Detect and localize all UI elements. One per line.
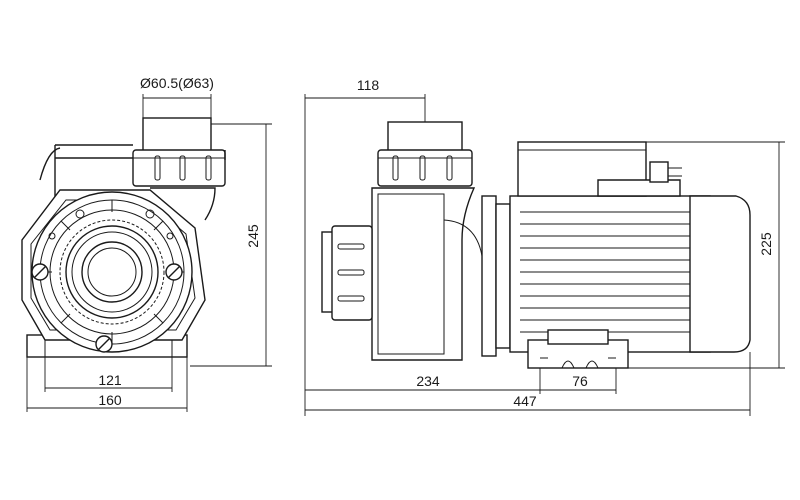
label-side-port-offset: 118 [357, 77, 380, 93]
label-front-height: 245 [245, 224, 261, 248]
side-motor-body [509, 195, 711, 353]
front-rear-housing [54, 144, 226, 200]
side-view [321, 121, 751, 369]
label-port-diameter: Ø60.5(Ø63) [140, 75, 214, 91]
dim-front-height: 245 [190, 123, 272, 367]
side-outlet-pipe [387, 121, 463, 155]
front-outlet-pipe [142, 117, 212, 155]
dim-foot-offset: 234 [305, 368, 541, 394]
side-fan-cover [689, 195, 751, 353]
side-coupling-flange [481, 195, 497, 357]
dim-side-height: 225 [628, 141, 785, 369]
front-screw-right [165, 263, 183, 281]
side-pump-housing [371, 187, 476, 361]
dim-total-length: 447 [305, 352, 751, 416]
label-foot-width: 76 [572, 373, 588, 389]
side-motor-fins [520, 211, 695, 333]
side-cable-gland [649, 161, 669, 183]
dim-side-port-offset: 118 [304, 77, 426, 416]
label-total-length: 447 [513, 393, 537, 409]
dim-base-outer: 160 [26, 357, 188, 412]
front-view [21, 117, 226, 358]
side-coupling-ring [495, 203, 511, 349]
dim-foot-width: 76 [540, 368, 617, 394]
label-foot-offset: 234 [416, 373, 440, 389]
label-base-inner: 121 [98, 372, 122, 388]
dim-base-inner: 121 [44, 357, 173, 392]
label-base-outer: 160 [98, 392, 122, 408]
label-side-height: 225 [758, 232, 774, 256]
front-screw-bottom [95, 335, 113, 353]
front-inlet-bore [81, 241, 143, 303]
front-union-nut [132, 149, 226, 187]
dim-port-diameter: Ø60.5(Ø63) [140, 75, 214, 118]
front-screw-left [31, 263, 49, 281]
